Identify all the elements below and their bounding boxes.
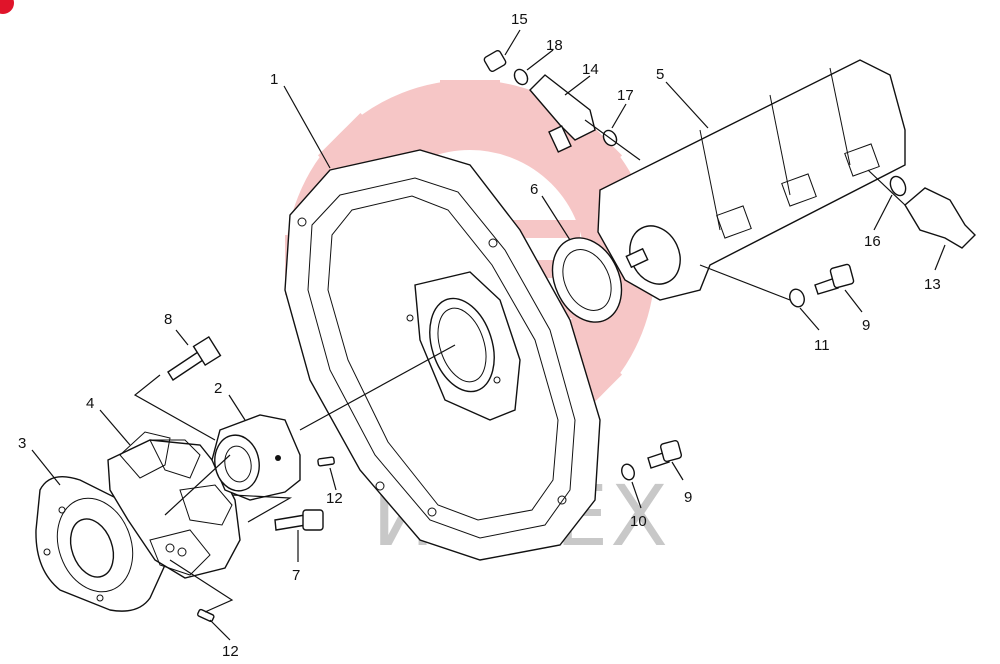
bolt-7 [274, 509, 324, 531]
callout-1: 1 [270, 71, 278, 88]
callout-8: 8 [164, 311, 172, 328]
elastic-coupling [107, 431, 241, 579]
callout-14: 14 [582, 61, 599, 78]
fitting-13 [904, 187, 976, 249]
callout-12b: 12 [222, 643, 239, 660]
callout-labels: 1 2 3 4 5 6 7 8 9 9 10 11 12 12 13 14 15… [18, 11, 941, 660]
callout-3: 3 [18, 435, 26, 452]
gear-tooth [440, 80, 500, 125]
callout-15: 15 [511, 11, 528, 28]
callout-11: 11 [814, 337, 830, 354]
callout-5: 5 [656, 66, 664, 83]
callout-9a: 9 [862, 317, 870, 334]
seal-ring [551, 237, 623, 323]
callout-2: 2 [214, 380, 222, 397]
oring-16 [889, 175, 907, 197]
gear-pump [597, 59, 906, 301]
adapter-flange-plate [284, 149, 601, 561]
fitting-15 [483, 49, 507, 73]
bolt-9b [647, 439, 683, 469]
callout-4: 4 [86, 395, 94, 412]
washer-10 [621, 463, 635, 481]
callout-7: 7 [292, 567, 300, 584]
drive-hub [211, 414, 301, 501]
bolt-9a [814, 263, 855, 295]
elbow-fitting-14 [529, 74, 596, 153]
callout-16: 16 [864, 233, 881, 250]
callout-18: 18 [546, 37, 563, 54]
callout-6: 6 [530, 181, 538, 198]
callout-17: 17 [617, 87, 634, 104]
washer-11 [789, 288, 805, 308]
callout-9b: 9 [684, 489, 692, 506]
callout-13: 13 [924, 276, 941, 293]
callout-12a: 12 [326, 490, 343, 507]
oring-18 [513, 68, 529, 86]
bolt-8 [167, 335, 222, 381]
corner-badge [0, 0, 14, 14]
callout-10: 10 [630, 513, 647, 530]
set-screw-12b [197, 608, 215, 623]
set-screw-12a [317, 456, 335, 467]
leader-lines [31, 29, 946, 641]
